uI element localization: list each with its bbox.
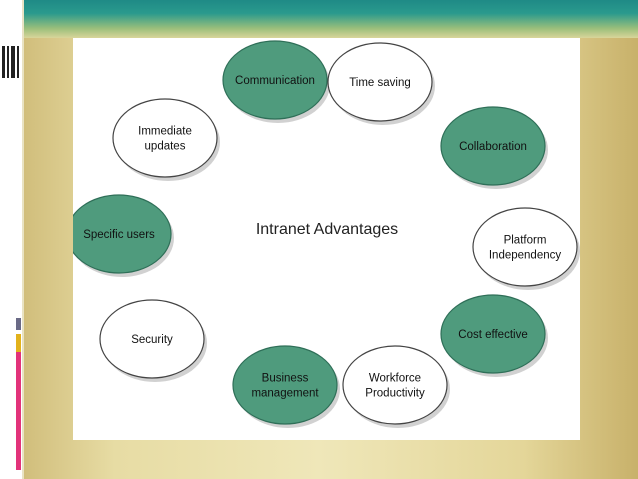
node-circle-filled: [222, 40, 328, 120]
node-circle-filled: [440, 294, 546, 374]
node-label: Immediate: [138, 126, 192, 138]
node-label: Productivity: [365, 388, 425, 400]
node-label: management: [251, 388, 319, 400]
diagram-node: Cost effective: [440, 294, 548, 377]
accent-bar-grey: [16, 318, 21, 330]
node-circle-outline: [112, 98, 218, 178]
node-label: Cost effective: [458, 329, 527, 341]
node-circle-outline: [99, 299, 205, 379]
diagram-node: Security: [99, 299, 207, 382]
diagram-node: Collaboration: [440, 106, 548, 189]
node-circle-outline: [342, 345, 448, 425]
barcode-decoration: [2, 46, 20, 78]
node-label: Collaboration: [459, 141, 527, 153]
node-label: Platform: [504, 235, 547, 247]
diagram-panel: Intranet Advantages Communication Time sa…: [73, 38, 580, 440]
node-label: Specific users: [83, 229, 155, 241]
intranet-advantages-diagram: Intranet Advantages Communication Time sa…: [73, 40, 580, 428]
node-label: Workforce: [369, 373, 421, 385]
diagram-node: Communication: [222, 40, 330, 123]
diagram-node: Business management: [232, 345, 340, 428]
diagram-node: Immediate updates: [112, 98, 220, 181]
node-circle-outline: [472, 207, 578, 287]
slide-header-band: [0, 0, 638, 38]
node-circle-filled: [440, 106, 546, 186]
node-circle-outline: [327, 42, 433, 122]
node-label: Security: [131, 334, 173, 346]
node-circle-filled: [232, 345, 338, 425]
node-label: updates: [145, 141, 186, 153]
node-label: Time saving: [349, 77, 411, 89]
slide-left-rule: [22, 0, 24, 479]
accent-bar-pink: [16, 352, 21, 470]
diagram-node: Specific users: [73, 194, 174, 277]
node-label: Communication: [235, 75, 315, 87]
node-circle-filled: [73, 194, 172, 274]
node-label: Independency: [489, 250, 562, 262]
diagram-node: Time saving: [327, 42, 435, 125]
accent-bar-yellow: [16, 334, 21, 352]
center-label: Intranet Advantages: [256, 221, 398, 238]
node-label: Business: [262, 373, 309, 385]
